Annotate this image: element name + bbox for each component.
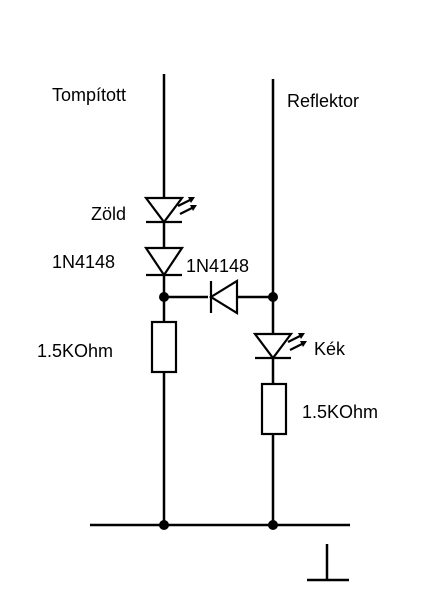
led-blue-symbol xyxy=(252,332,307,360)
label-left-rail: Tompított xyxy=(52,85,126,105)
diode-series-symbol xyxy=(143,246,185,277)
diode-bridge-symbol xyxy=(208,279,239,315)
junction-dot xyxy=(268,292,278,302)
resistor-right-symbol xyxy=(260,382,288,436)
led-green-symbol xyxy=(143,196,197,224)
junction-dot xyxy=(268,520,278,530)
label-right-rail: Reflektor xyxy=(287,91,359,111)
ground-symbol xyxy=(307,544,349,582)
junction-dot xyxy=(159,292,169,302)
resistor-left-symbol xyxy=(150,320,178,374)
label-diode-series: 1N4148 xyxy=(52,252,115,272)
label-led-blue: Kék xyxy=(314,339,346,359)
label-resistor-right: 1.5KOhm xyxy=(302,402,378,422)
junction-dot xyxy=(159,520,169,530)
label-led-green: Zöld xyxy=(91,204,126,224)
label-resistor-left: 1.5KOhm xyxy=(37,341,113,361)
label-diode-bridge: 1N4148 xyxy=(186,256,249,276)
